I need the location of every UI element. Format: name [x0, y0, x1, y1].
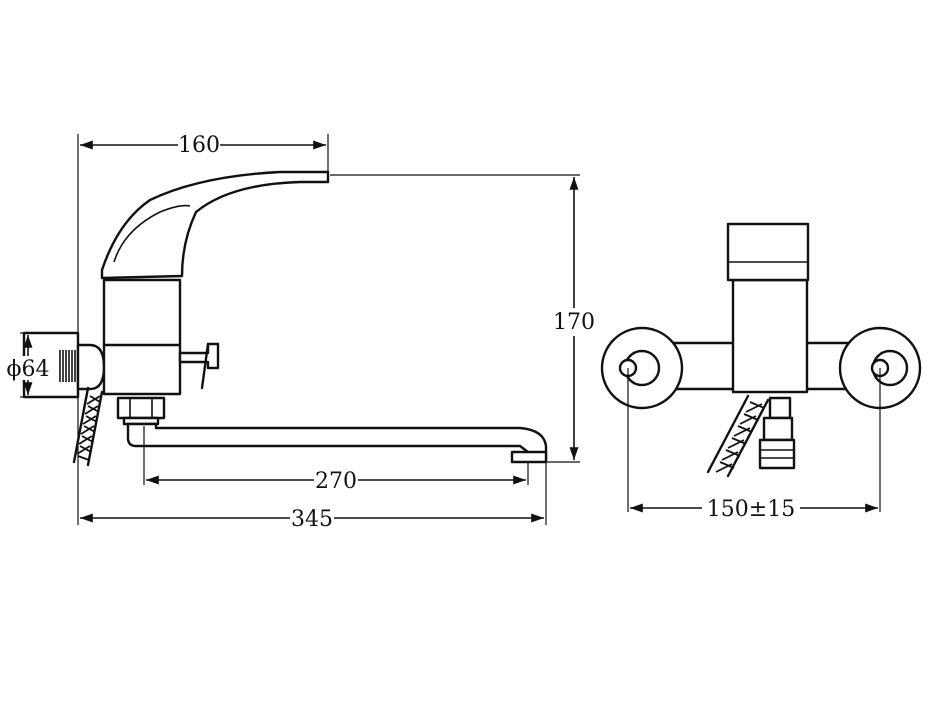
dimension-label-150: 150±15 [707, 497, 795, 522]
dimension-label-diameter: ϕ64 [7, 357, 50, 382]
dimension-label-270: 270 [315, 469, 357, 494]
left-wall-flange [600, 326, 684, 410]
front-diverter [762, 416, 794, 442]
lever-handle [100, 170, 330, 280]
dimension-label-345: 345 [291, 507, 333, 532]
diverter-knob [178, 342, 220, 370]
aerator [510, 450, 548, 464]
front-view: 150±15 [600, 222, 922, 522]
eccentric-connector [76, 343, 106, 391]
front-braided-hose [706, 394, 770, 478]
spout-nut [116, 396, 166, 420]
mixer-body [102, 278, 182, 396]
swivel-spout [126, 422, 548, 462]
front-handle-cap [726, 222, 810, 282]
dimension-label-160: 160 [178, 133, 220, 158]
front-spout-body [758, 438, 796, 470]
side-view: 160 170 ϕ64 270 345 [6, 132, 595, 532]
flange-thread [59, 350, 76, 382]
front-center-body [731, 278, 809, 394]
front-spout-nut [768, 396, 792, 420]
dimension-label-170: 170 [553, 310, 595, 335]
side-braided-hose [72, 386, 104, 467]
